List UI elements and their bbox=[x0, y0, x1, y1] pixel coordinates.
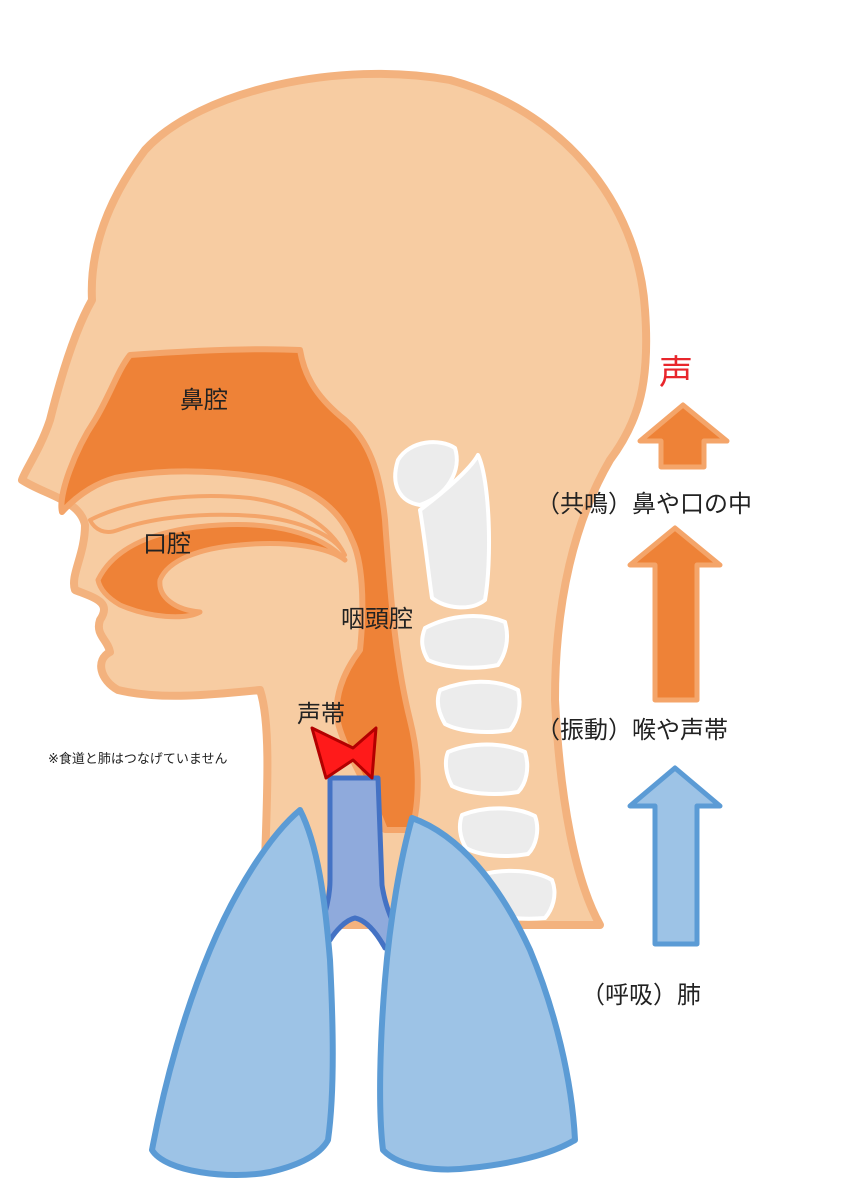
oral-cavity-shape bbox=[95, 522, 348, 620]
vertebra-c5 bbox=[443, 742, 530, 796]
vibration-label: （振動）喉や声帯 bbox=[536, 716, 728, 744]
breath-to-vibration-arrow bbox=[627, 765, 723, 947]
cervical-spine bbox=[393, 440, 557, 921]
vocal-tract-cavity bbox=[58, 346, 421, 833]
palate-shelf bbox=[88, 494, 347, 557]
vocal-cords bbox=[310, 726, 378, 780]
disclaimer-note: ※食道と肺はつなげていません bbox=[48, 751, 228, 767]
left-lung bbox=[149, 807, 336, 1179]
vertebra-c2 bbox=[418, 453, 492, 610]
voice-label: 声 bbox=[659, 353, 693, 393]
oral-cavity-label: 口腔 bbox=[143, 530, 191, 558]
resonance-output-arrow bbox=[637, 402, 730, 470]
vertebra-c4 bbox=[435, 679, 522, 734]
resonance-label: （共鳴）鼻や口の中 bbox=[536, 490, 752, 518]
breathing-label: （呼吸）肺 bbox=[581, 981, 701, 1009]
vertebra-c3 bbox=[420, 614, 509, 670]
vocal-cords-label: 声帯 bbox=[297, 700, 345, 728]
vibration-to-resonance-arrow bbox=[627, 525, 723, 703]
vertebra-c1 bbox=[393, 440, 459, 507]
nasal-cavity-label: 鼻腔 bbox=[180, 386, 228, 414]
right-lung bbox=[377, 815, 578, 1173]
vertebra-c6 bbox=[457, 806, 540, 858]
pharynx-label: 咽頭腔 bbox=[341, 605, 413, 633]
